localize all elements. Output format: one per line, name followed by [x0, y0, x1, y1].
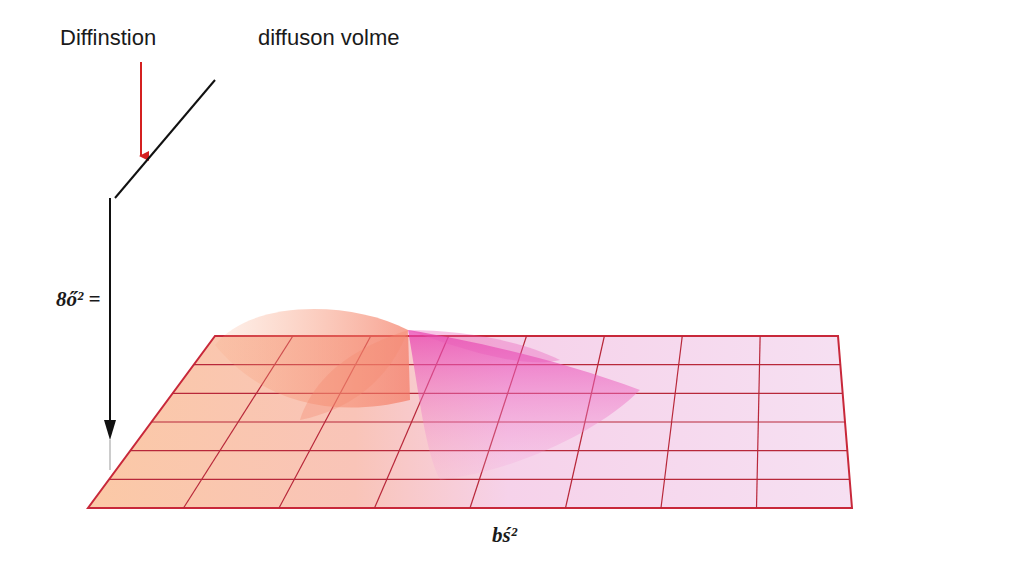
diffusion-cloud-orange-inner [300, 330, 408, 420]
diffusion-cloud-pink-upper [408, 330, 560, 362]
grid-column-line [757, 336, 761, 508]
title-label: Diffinstion [60, 26, 156, 50]
axis-label: bś² [492, 524, 517, 547]
axis-tick [110, 440, 111, 470]
axis-arrowhead [104, 420, 116, 440]
subtitle-label: diffuson volme [258, 26, 399, 50]
red-arrow [140, 62, 142, 156]
axis-label: 8ő² = [56, 288, 101, 311]
grid-column-line [661, 336, 682, 508]
vertical-axis [109, 198, 111, 430]
diagonal-line [115, 80, 215, 198]
diffusion-cloud-pink [408, 330, 640, 480]
